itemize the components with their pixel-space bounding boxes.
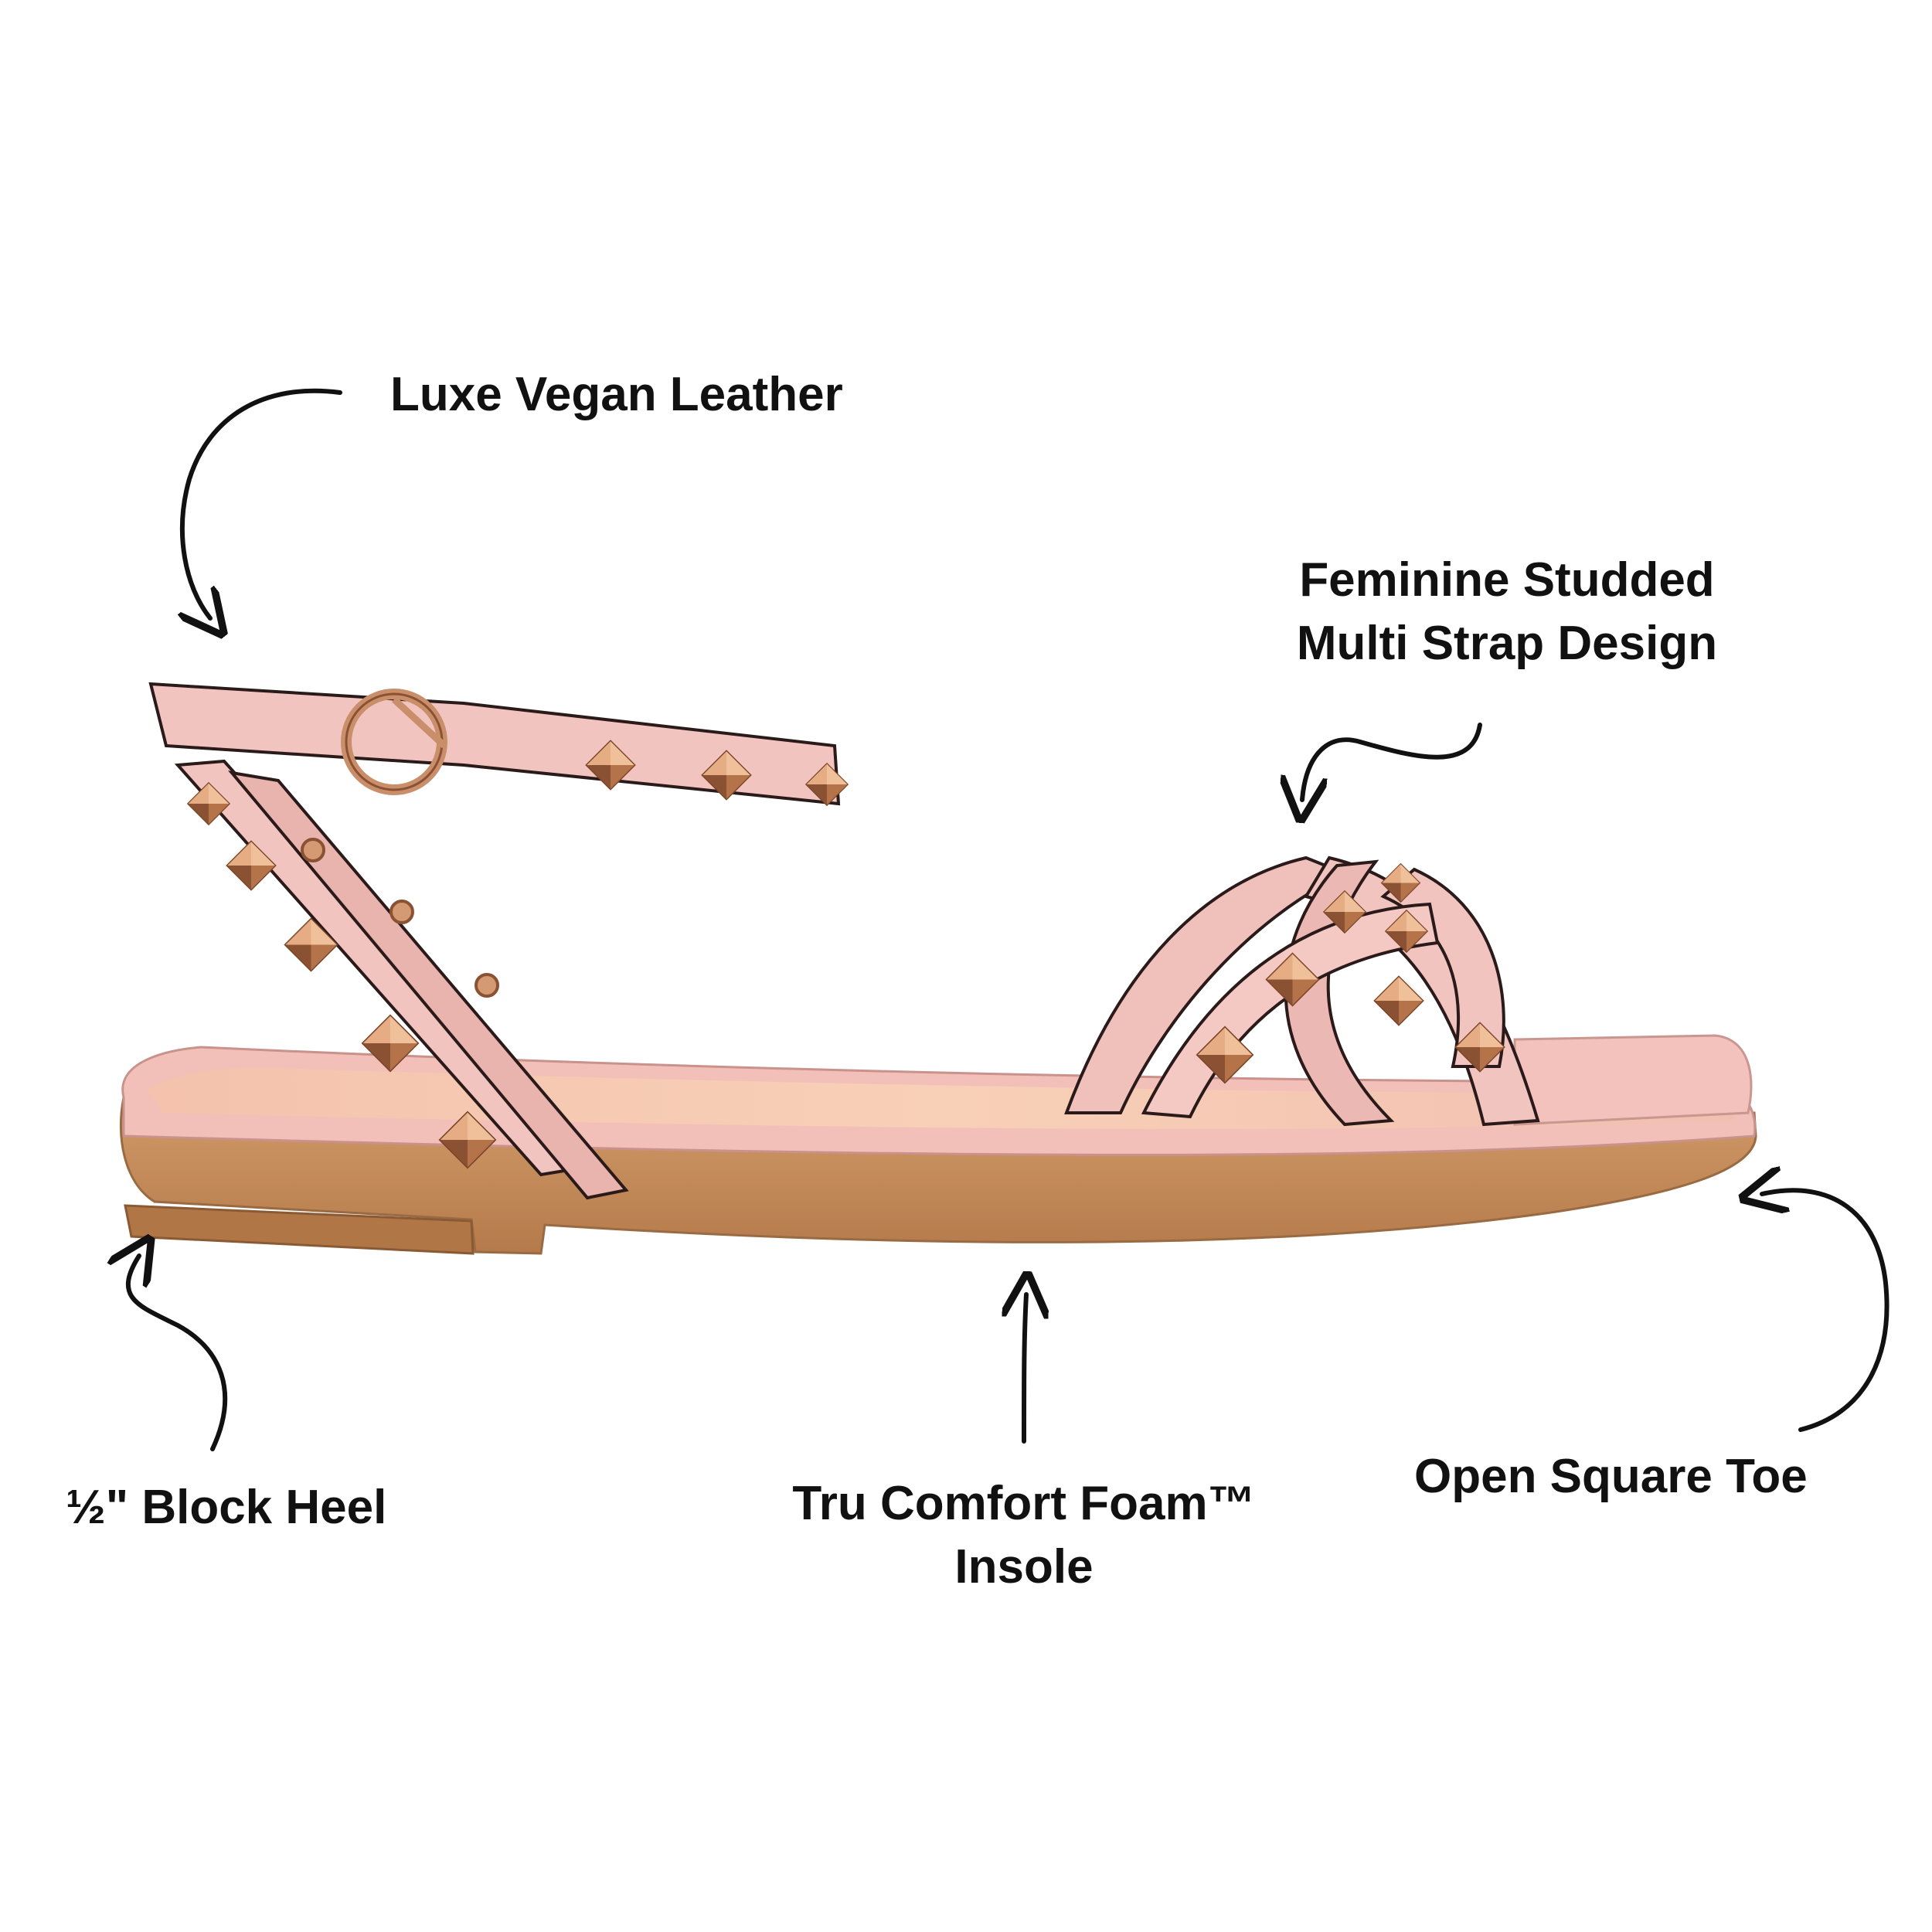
callout-arrows: [128, 388, 1889, 1451]
callout-block-heel: ½" Block Heel: [66, 1476, 386, 1539]
curved-arrow-icon: [1302, 723, 1482, 800]
callout-studded-straps: Feminine Studded Multi Strap Design: [1206, 549, 1808, 675]
pyramid-stud-icon: [1373, 975, 1424, 1026]
callout-comfort-insole: Tru Comfort Foam™ Insole: [738, 1472, 1310, 1599]
sandal-image: [119, 682, 1757, 1255]
curved-arrow-icon: [1762, 1190, 1889, 1432]
callout-text: Open Square Toe: [1414, 1450, 1808, 1503]
toe-pad: [1513, 1034, 1753, 1126]
callout-text-line1: Tru Comfort Foam™: [792, 1477, 1256, 1530]
ankle-strap: [148, 682, 841, 806]
callout-vegan-leather: Luxe Vegan Leather: [390, 363, 843, 427]
callout-text: ½" Block Heel: [66, 1481, 387, 1534]
callout-text-line2: Insole: [954, 1540, 1094, 1594]
callout-text-line1: Feminine Studded: [1299, 553, 1715, 607]
heel-strap-inner: [227, 770, 629, 1200]
callout-text-line2: Multi Strap Design: [1296, 617, 1718, 670]
eyelets: [301, 838, 1249, 998]
buckle-icon: [341, 689, 447, 795]
curved-arrow-icon: [182, 388, 342, 618]
callout-text: Luxe Vegan Leather: [390, 368, 843, 421]
callout-square-toe: Open Square Toe: [1414, 1445, 1808, 1509]
heel-block: [124, 1204, 474, 1255]
curved-arrow-icon: [1024, 1294, 1026, 1444]
curved-arrow-icon: [128, 1256, 228, 1451]
